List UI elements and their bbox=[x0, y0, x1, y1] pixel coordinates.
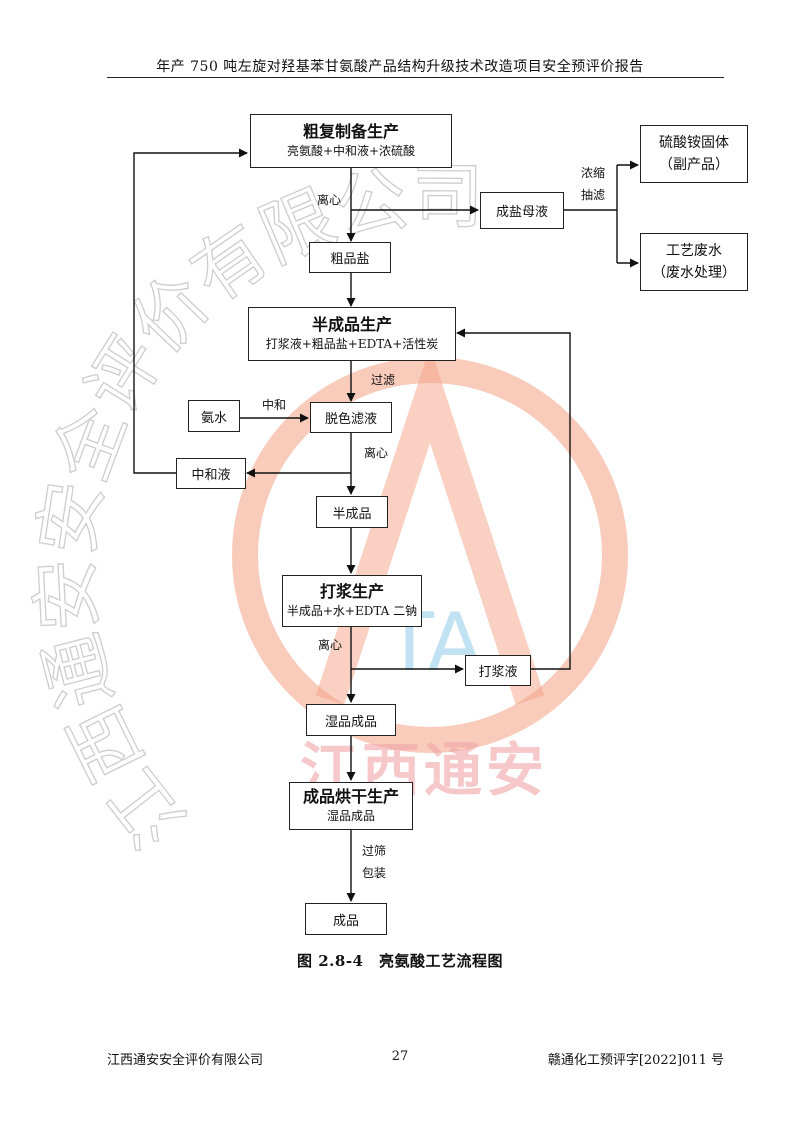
label-centrifuge-2: 离心 bbox=[364, 446, 389, 460]
arrow-slurry-recycle bbox=[456, 328, 571, 670]
box-slurry-prod: 打浆生产 半成品+水+EDTA 二钠 bbox=[282, 575, 422, 627]
label-centrifuge-1: 离心 bbox=[317, 193, 342, 207]
ammonia-label: 氨水 bbox=[200, 410, 227, 426]
ammonium-sulfate-line2: （副产品） bbox=[659, 157, 729, 173]
semi-prod-sub: 打浆液+粗品盐+EDTA+活性炭 bbox=[265, 337, 439, 351]
final-label: 成品 bbox=[332, 913, 359, 929]
neutral-label: 中和液 bbox=[191, 468, 231, 483]
semi-label: 半成品 bbox=[332, 506, 372, 522]
box-decolor: 脱色滤液 bbox=[310, 402, 392, 433]
crude-prep-title: 粗复制备生产 bbox=[302, 122, 399, 141]
decolor-label: 脱色滤液 bbox=[324, 412, 377, 427]
header-title: 年产 750 吨左旋对羟基苯甘氨酸产品结构升级技术改造项目安全预评价报告 bbox=[156, 59, 644, 75]
box-neutral: 中和液 bbox=[176, 458, 246, 489]
box-wastewater: 工艺废水 （废水处理） bbox=[640, 233, 748, 291]
mother-liquor-label: 成盐母液 bbox=[495, 205, 548, 220]
crude-salt-label: 粗品盐 bbox=[330, 252, 370, 267]
box-ammonium-sulfate: 硫酸铵固体 （副产品） bbox=[640, 125, 748, 183]
semi-prod-title: 半成品生产 bbox=[311, 315, 392, 334]
box-wet: 湿品成品 bbox=[306, 704, 396, 736]
crude-prep-sub: 亮氨酸+中和液+浓硫酸 bbox=[286, 144, 416, 158]
header-rule bbox=[107, 77, 724, 78]
box-crude-prep: 粗复制备生产 亮氨酸+中和液+浓硫酸 bbox=[250, 114, 452, 168]
dry-sub: 湿品成品 bbox=[326, 809, 375, 823]
wastewater-line1: 工艺废水 bbox=[666, 243, 722, 259]
box-slurry-liquor: 打浆液 bbox=[465, 655, 531, 686]
label-pack: 包装 bbox=[362, 866, 387, 880]
label-suction: 抽滤 bbox=[581, 188, 606, 202]
footer-report-number: 赣通化工预评字[2022]011 号 bbox=[547, 1053, 724, 1068]
footer-company: 江西通安安全评价有限公司 bbox=[107, 1053, 264, 1068]
box-final: 成品 bbox=[305, 903, 387, 935]
label-filter: 过滤 bbox=[371, 373, 396, 387]
box-semi-prod: 半成品生产 打浆液+粗品盐+EDTA+活性炭 bbox=[248, 307, 456, 361]
label-concentrate: 浓缩 bbox=[581, 166, 606, 180]
dry-title: 成品烘干生产 bbox=[302, 787, 399, 806]
slurry-prod-title: 打浆生产 bbox=[319, 582, 384, 601]
label-sieve: 过筛 bbox=[362, 844, 387, 858]
box-dry: 成品烘干生产 湿品成品 bbox=[289, 782, 413, 830]
box-crude-salt: 粗品盐 bbox=[309, 242, 391, 273]
arrow-neutral-recycle bbox=[133, 148, 248, 474]
box-ammonia: 氨水 bbox=[188, 400, 240, 432]
label-centrifuge-3: 离心 bbox=[318, 638, 343, 652]
slurry-prod-sub: 半成品+水+EDTA 二钠 bbox=[286, 604, 418, 618]
slurry-liquor-label: 打浆液 bbox=[478, 665, 518, 680]
label-neutralize: 中和 bbox=[262, 398, 287, 412]
wastewater-line2: （废水处理） bbox=[652, 265, 736, 281]
wet-label: 湿品成品 bbox=[324, 714, 377, 730]
footer-page-number: 27 bbox=[391, 1049, 409, 1064]
figure-caption: 图 2.8-4 亮氨酸工艺流程图 bbox=[297, 952, 503, 970]
box-semi: 半成品 bbox=[316, 496, 388, 528]
ammonium-sulfate-line1: 硫酸铵固体 bbox=[659, 135, 729, 151]
box-mother-liquor: 成盐母液 bbox=[480, 192, 564, 229]
